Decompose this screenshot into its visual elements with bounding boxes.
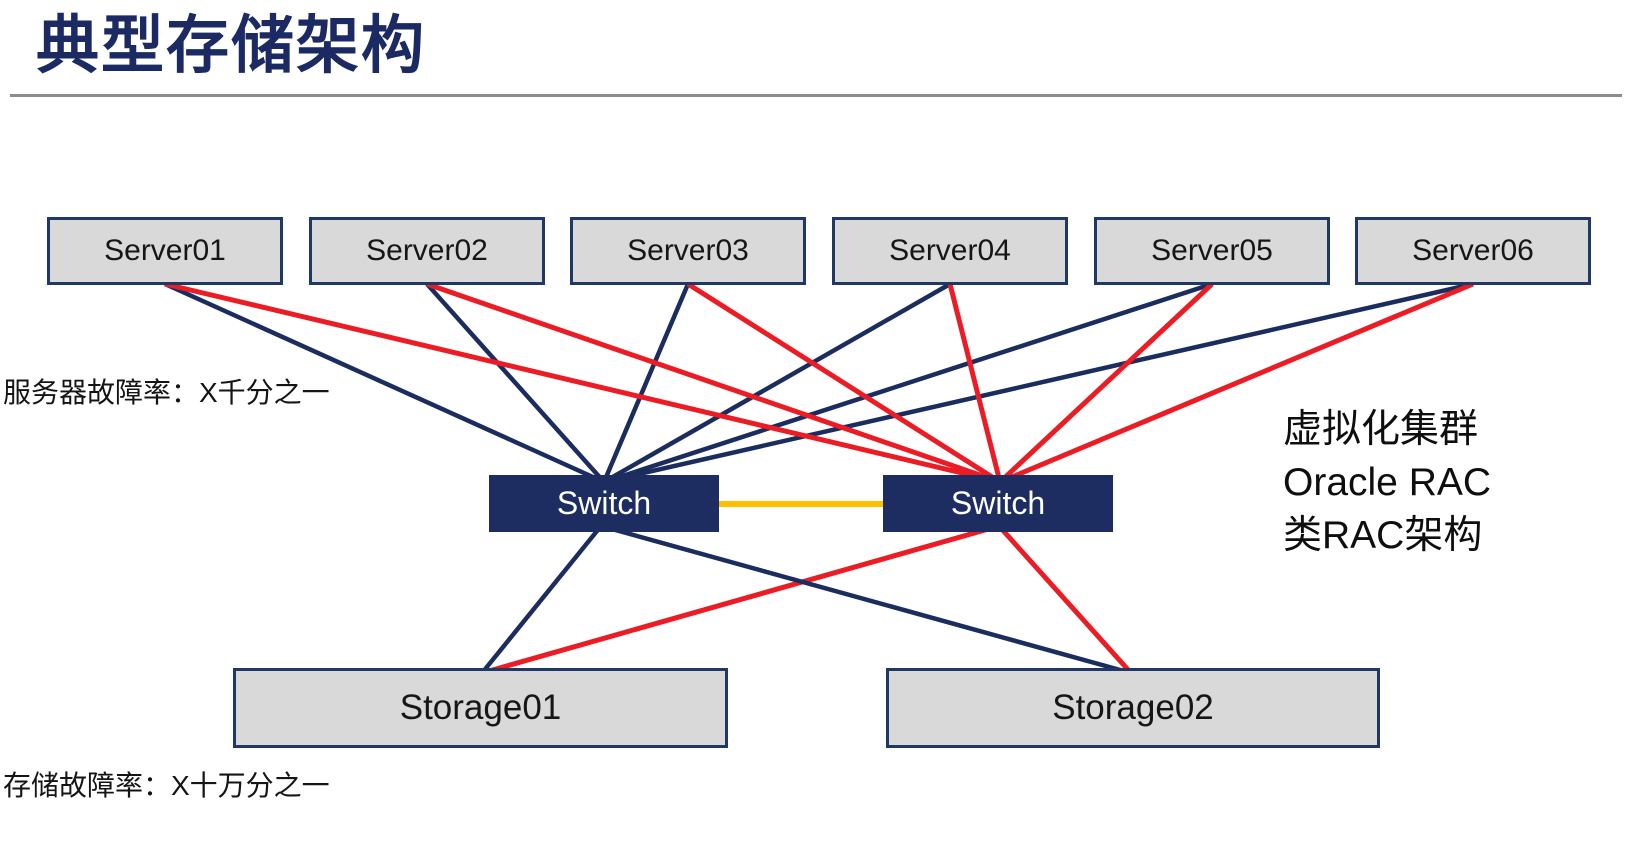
node-storage01: Storage01 — [233, 668, 728, 748]
storage-failure-rate-label: 存储故障率：X十万分之一 — [3, 770, 330, 801]
cluster-note-line3: 类RAC架构 — [1283, 514, 1483, 557]
page-title: 典型存储架构 — [36, 11, 426, 81]
link-server4-bottom-switch1-top — [602, 282, 952, 484]
link-server6-bottom-switch2-top — [999, 281, 1474, 485]
node-switch1: Switch — [489, 475, 719, 532]
node-server06: Server06 — [1355, 217, 1591, 285]
link-server4-bottom-switch2-top — [947, 283, 1003, 483]
link-server1-bottom-switch1-top — [164, 281, 605, 485]
node-server04: Server04 — [832, 217, 1068, 285]
link-switch2-bottom-storage2-top — [997, 524, 1133, 675]
cluster-note-line1: 虚拟化集群 — [1283, 408, 1479, 451]
link-server2-bottom-switch1-top — [425, 282, 606, 484]
cluster-note-line2: Oracle RAC — [1283, 461, 1492, 504]
link-server5-bottom-switch1-top — [603, 281, 1213, 485]
cluster-note: 虚拟化集群 Oracle RAC 类RAC架构 — [1283, 403, 1491, 562]
link-server5-bottom-switch2-top — [998, 282, 1214, 484]
node-storage02: Storage02 — [886, 668, 1380, 748]
link-server1-bottom-switch2-top — [164, 281, 1001, 485]
link-switch1-bottom-storage1-top — [480, 524, 603, 675]
link-server3-bottom-switch1-top — [601, 283, 691, 483]
title-divider — [10, 94, 1622, 97]
link-switch2-bottom-storage1-top — [481, 523, 1000, 676]
node-server05: Server05 — [1094, 217, 1330, 285]
server-failure-rate-label: 服务器故障率：X千分之一 — [3, 377, 330, 408]
link-server6-bottom-switch1-top — [603, 281, 1474, 485]
link-switch1-bottom-storage2-top — [600, 523, 1132, 676]
node-switch2: Switch — [883, 475, 1113, 532]
node-server02: Server02 — [309, 217, 545, 285]
node-server03: Server03 — [570, 217, 806, 285]
node-server01: Server01 — [47, 217, 283, 285]
link-server3-bottom-switch2-top — [686, 281, 1002, 485]
link-server2-bottom-switch2-top — [426, 281, 1001, 485]
